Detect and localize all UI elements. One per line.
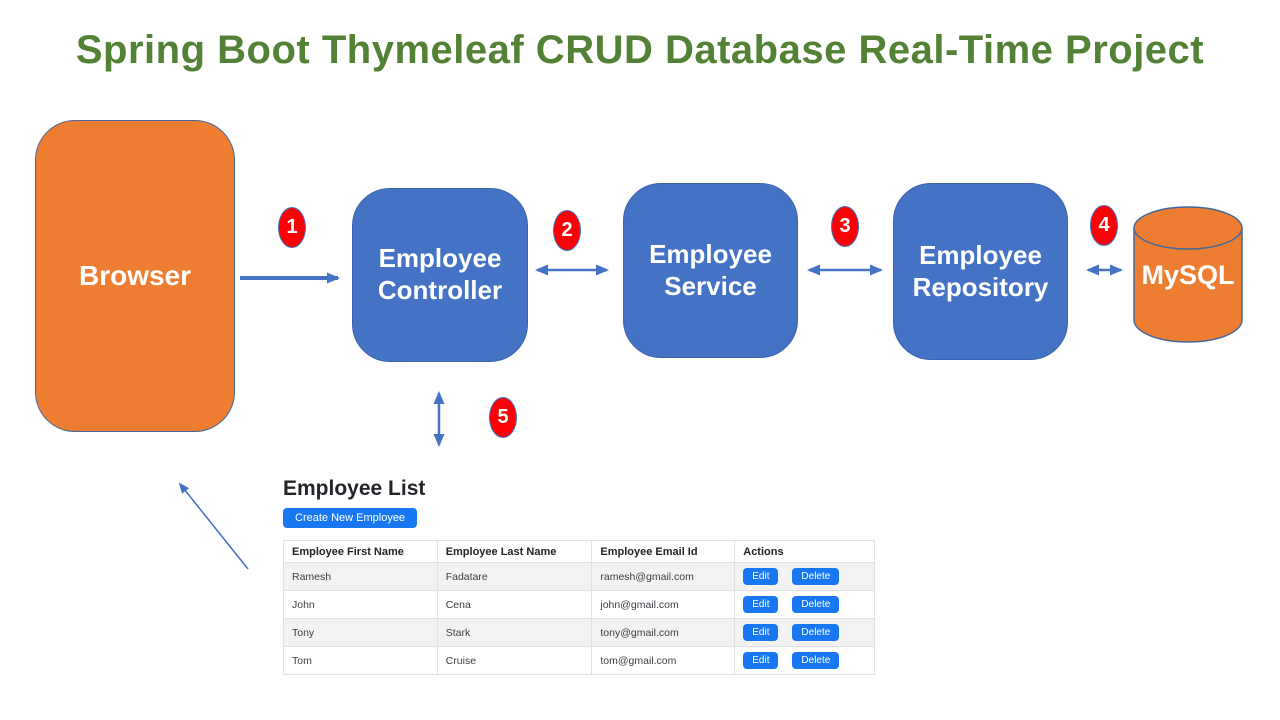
cell-actions: Edit Delete bbox=[734, 646, 875, 675]
cell-first-name: Tony bbox=[283, 618, 438, 647]
node-mysql-label: MySQL bbox=[1141, 260, 1235, 290]
step-badge-3-label: 3 bbox=[839, 215, 851, 237]
create-new-employee-button[interactable]: Create New Employee bbox=[283, 508, 418, 528]
cell-last-name: Cena bbox=[436, 590, 593, 619]
step-badge-4-label: 4 bbox=[1098, 214, 1110, 236]
step-badge-4: 4 bbox=[1090, 205, 1118, 246]
cell-actions: Edit Delete bbox=[734, 618, 875, 647]
edit-button[interactable]: Edit bbox=[743, 596, 779, 613]
node-employee-service-label: Employee Service bbox=[649, 238, 772, 301]
node-employee-controller: Employee Controller bbox=[352, 188, 528, 362]
arrow-view-to-browser bbox=[178, 482, 249, 570]
cell-last-name: Cruise bbox=[436, 646, 593, 675]
node-employee-repository-label: Employee Repository bbox=[912, 239, 1049, 302]
node-employee-controller-label: Employee Controller bbox=[377, 243, 503, 305]
step-badge-5-label: 5 bbox=[497, 406, 509, 428]
step-badge-5: 5 bbox=[489, 397, 517, 438]
node-mysql: MySQL bbox=[1131, 204, 1245, 348]
delete-button[interactable]: Delete bbox=[792, 568, 840, 585]
node-browser-label: Browser bbox=[78, 259, 192, 291]
cell-first-name: John bbox=[283, 590, 438, 619]
delete-button[interactable]: Delete bbox=[792, 624, 840, 641]
cell-first-name: Tom bbox=[283, 646, 438, 675]
node-employee-service: Employee Service bbox=[623, 183, 798, 358]
node-browser: Browser bbox=[35, 120, 235, 432]
header-email: Employee Email Id bbox=[591, 540, 736, 563]
header-actions: Actions bbox=[734, 540, 875, 563]
cell-email: ramesh@gmail.com bbox=[591, 562, 736, 591]
cell-email: tony@gmail.com bbox=[591, 618, 736, 647]
database-cylinder-icon bbox=[1133, 206, 1243, 343]
cell-email: tom@gmail.com bbox=[591, 646, 736, 675]
cell-first-name: Ramesh bbox=[283, 562, 438, 591]
table-row: Ramesh Fadatare ramesh@gmail.com Edit De… bbox=[283, 562, 875, 591]
cell-email: john@gmail.com bbox=[591, 590, 736, 619]
cell-last-name: Fadatare bbox=[436, 562, 593, 591]
header-last-name: Employee Last Name bbox=[436, 540, 593, 563]
edit-button[interactable]: Edit bbox=[743, 568, 779, 585]
header-first-name: Employee First Name bbox=[283, 540, 438, 563]
step-badge-1: 1 bbox=[278, 207, 306, 248]
delete-button[interactable]: Delete bbox=[792, 596, 840, 613]
step-badge-2: 2 bbox=[553, 210, 581, 251]
step-badge-2-label: 2 bbox=[561, 219, 573, 241]
edit-button[interactable]: Edit bbox=[743, 652, 779, 669]
cell-actions: Edit Delete bbox=[734, 562, 875, 591]
table-row: Tom Cruise tom@gmail.com Edit Delete bbox=[283, 646, 875, 675]
employee-list-panel: Employee List Create New Employee Employ… bbox=[283, 477, 883, 675]
step-badge-1-label: 1 bbox=[286, 216, 298, 238]
table-row: Tony Stark tony@gmail.com Edit Delete bbox=[283, 618, 875, 647]
edit-button[interactable]: Edit bbox=[743, 624, 779, 641]
cell-last-name: Stark bbox=[436, 618, 593, 647]
employee-list-title: Employee List bbox=[283, 477, 426, 500]
step-badge-3: 3 bbox=[831, 206, 859, 247]
cell-actions: Edit Delete bbox=[734, 590, 875, 619]
node-employee-repository: Employee Repository bbox=[893, 183, 1068, 360]
table-row: John Cena john@gmail.com Edit Delete bbox=[283, 590, 875, 619]
page-title: Spring Boot Thymeleaf CRUD Database Real… bbox=[75, 28, 1205, 72]
employee-table: Employee First Name Employee Last Name E… bbox=[283, 540, 875, 675]
employee-table-header-row: Employee First Name Employee Last Name E… bbox=[283, 540, 875, 563]
delete-button[interactable]: Delete bbox=[792, 652, 840, 669]
